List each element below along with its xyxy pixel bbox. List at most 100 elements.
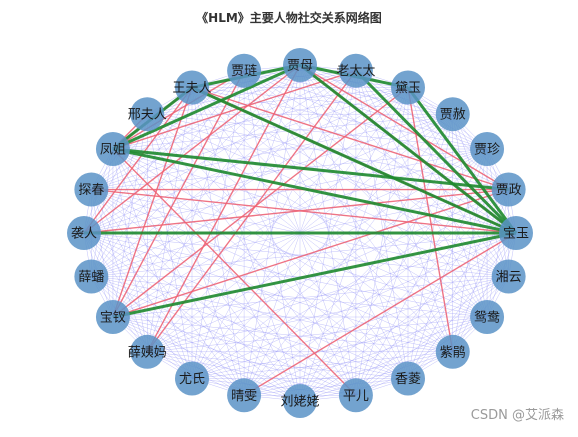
node-label: 平儿 (343, 389, 369, 404)
background-edge (243, 189, 509, 396)
node-label: 湘云 (496, 270, 522, 285)
background-edge (91, 189, 409, 379)
background-edge (147, 232, 517, 353)
background-edge (91, 87, 409, 277)
background-edge (112, 64, 301, 318)
background-edge (244, 316, 488, 396)
background-edge (244, 70, 409, 88)
background-edge (191, 70, 245, 379)
node-circle (283, 48, 317, 82)
node-circle (74, 172, 109, 207)
green-edge (299, 63, 517, 235)
node-youshi: 尤氏 (175, 361, 209, 396)
background-edge (407, 276, 509, 379)
background-edge (299, 70, 357, 402)
nodes-layer: 宝玉湘云鸳鸯紫鹃香菱平儿刘姥姥晴雯尤氏薛姨妈宝钗薛蟠袭人探春凤姐邢夫人王夫人贾琏… (67, 48, 533, 418)
background-edge (191, 351, 453, 379)
node-xingfuren: 邢夫人 (128, 97, 167, 132)
background-edge (191, 70, 357, 379)
background-edge (243, 70, 409, 379)
background-edge (91, 189, 114, 318)
node-circle (175, 361, 209, 396)
node-label: 贾赦 (440, 107, 466, 123)
green-edge (112, 231, 517, 319)
red-edge (243, 232, 517, 396)
background-edge (191, 378, 356, 396)
node-circle (130, 334, 165, 369)
node-circle (175, 70, 209, 105)
background-edge (91, 189, 488, 318)
node-label: 鸳鸯 (474, 311, 500, 326)
background-edge (112, 113, 453, 318)
background-edge (147, 189, 509, 353)
background-edge (147, 113, 488, 318)
background-edge (299, 148, 488, 402)
background-edge (147, 87, 409, 352)
background-edge (486, 189, 509, 318)
green-edge (112, 147, 509, 192)
background-edge (147, 351, 409, 379)
node-circle (95, 300, 130, 334)
background-edge (244, 378, 409, 396)
background-edge (83, 232, 509, 277)
background-edge (91, 189, 301, 402)
background-edge (407, 87, 509, 190)
background-edge (91, 189, 193, 379)
red-edge (112, 70, 357, 150)
background-edge (147, 351, 301, 402)
node-circle (470, 300, 505, 334)
background-edge (191, 87, 357, 396)
chart-title: 《HLM》主要人物社交关系网络图 (196, 11, 382, 25)
background-edge (452, 232, 517, 352)
node-label: 黛玉 (395, 81, 421, 96)
node-circle (391, 70, 425, 105)
node-circle (130, 97, 165, 132)
node-xiren: 袭人 (67, 216, 101, 250)
node-label: 邢夫人 (128, 108, 167, 123)
node-label: 薛姨妈 (128, 345, 167, 360)
node-label: 贾政 (496, 183, 522, 198)
node-laotaitai: 老太太 (336, 53, 375, 88)
background-edge (244, 70, 453, 115)
background-edge (452, 114, 488, 318)
background-edge (243, 114, 453, 396)
node-circle (338, 378, 373, 413)
background-edge (91, 276, 301, 402)
background-edge (355, 316, 488, 396)
background-edge (407, 114, 453, 379)
background-edge (355, 114, 453, 396)
node-label: 尤氏 (179, 372, 205, 387)
background-edge (83, 113, 453, 234)
background-edge (299, 276, 509, 402)
node-circle (470, 132, 505, 166)
background-edge (91, 113, 453, 277)
node-circle (227, 378, 262, 413)
background-edge (299, 87, 409, 402)
background-edge (191, 64, 301, 379)
background-edge (112, 316, 356, 396)
background-edge (91, 87, 409, 190)
background-edge (191, 276, 509, 379)
node-label: 晴雯 (231, 389, 257, 404)
background-edge (147, 113, 517, 234)
green-edge (112, 147, 517, 235)
background-edge (355, 232, 517, 396)
node-circle (227, 53, 262, 88)
background-edge (112, 316, 245, 396)
background-edge (91, 148, 488, 190)
node-circle (435, 334, 470, 369)
node-xuepan: 薛蟠 (74, 259, 109, 294)
node-circle (391, 361, 425, 396)
background-edge (191, 87, 488, 150)
background-edge (243, 70, 517, 234)
background-edge (243, 70, 509, 190)
node-circle (74, 259, 109, 294)
background-edge (91, 232, 517, 277)
background-edge (299, 351, 453, 402)
background-edge (91, 70, 245, 190)
node-label: 香菱 (395, 372, 421, 387)
red-edge (112, 70, 245, 150)
green-edge (191, 86, 517, 235)
background-edge (91, 64, 301, 190)
watermark: CSDN @艾派森 (470, 408, 564, 423)
